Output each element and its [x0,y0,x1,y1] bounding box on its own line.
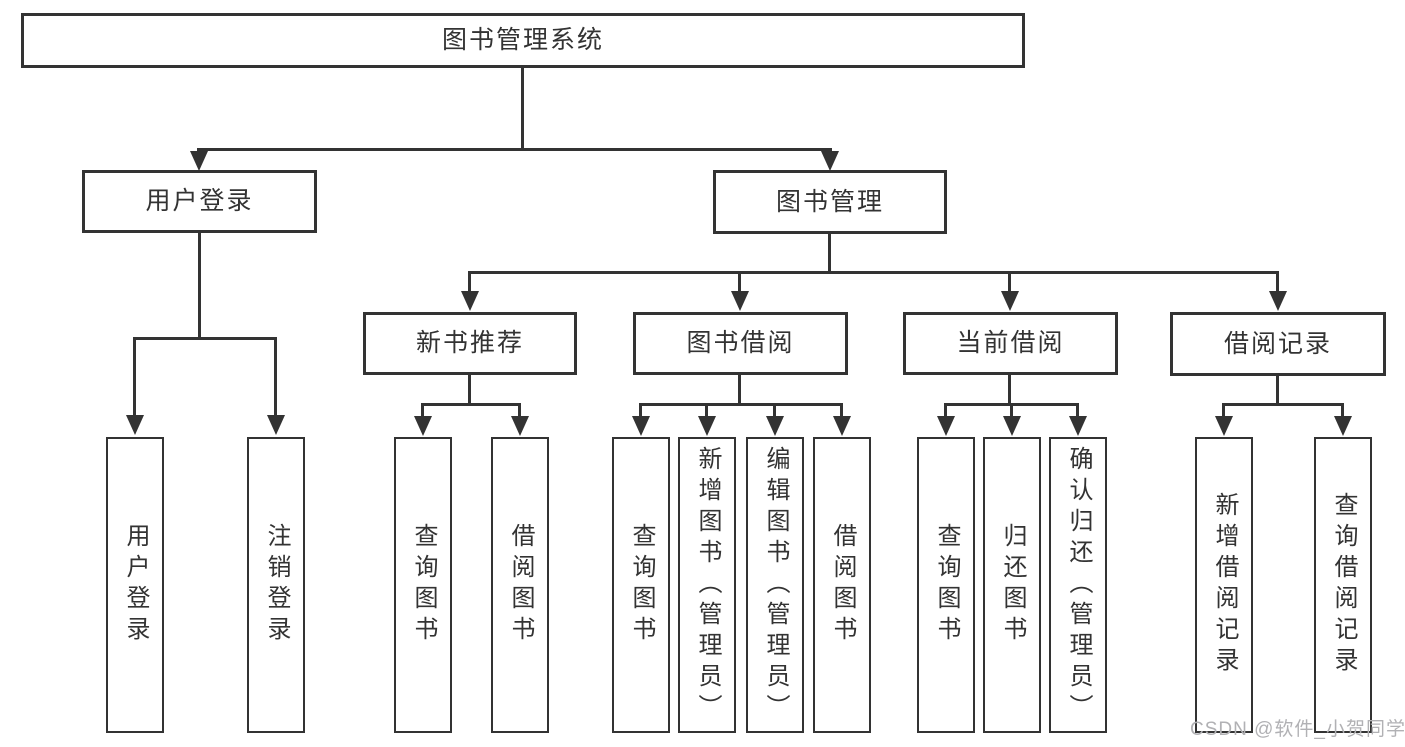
connector-drop [773,403,776,418]
connector-borrowing-stem [738,375,741,406]
arrowhead-down-icon [937,416,955,436]
node-book-management: 图书管理 [713,170,947,234]
arrowhead-down-icon [821,151,839,171]
node-current-borrowing: 当前借阅 [903,312,1118,375]
connector-recommend-branch [421,403,521,406]
connector-bookmgmt-stem [828,234,831,274]
leaf-edit-book-admin: 编辑图书（管理员） [746,437,804,733]
arrowhead-down-icon [698,416,716,436]
connector-root-stem [521,68,524,151]
arrowhead-down-icon [632,416,650,436]
arrowhead-down-icon [731,291,749,311]
connector-userlogin-branch [133,337,277,340]
arrowhead-down-icon [414,416,432,436]
arrowhead-down-icon [766,416,784,436]
arrowhead-down-icon [126,415,144,435]
leaf-logout: 注销登录 [247,437,305,733]
connector-current-stem [1008,375,1011,406]
arrowhead-down-icon [1069,416,1087,436]
arrowhead-down-icon [833,416,851,436]
node-book-borrowing: 图书借阅 [633,312,848,375]
connector-drop [705,403,708,418]
leaf-query-books-current: 查询图书 [917,437,975,733]
arrowhead-down-icon [1334,416,1352,436]
connector-drop [421,403,424,418]
node-borrowing-records: 借阅记录 [1170,312,1386,376]
leaf-query-books-borrowing: 查询图书 [612,437,670,733]
leaf-return-books: 归还图书 [983,437,1041,733]
connector-drop [840,403,843,418]
connector-drop [274,337,277,417]
arrowhead-down-icon [511,416,529,436]
connector-drop [738,271,741,293]
leaf-borrow-books-recommend: 借阅图书 [491,437,549,733]
arrowhead-down-icon [190,151,208,171]
node-user-login: 用户登录 [82,170,317,233]
node-library-management-system: 图书管理系统 [21,13,1025,68]
connector-root-branch [197,148,832,151]
leaf-add-book-admin: 新增图书（管理员） [678,437,736,733]
connector-drop [1276,271,1279,293]
leaf-add-borrow-record: 新增借阅记录 [1195,437,1253,733]
connector-drop [133,337,136,417]
connector-userlogin-stem [198,233,201,340]
connector-drop [1010,403,1013,418]
arrowhead-down-icon [267,415,285,435]
connector-drop [1008,271,1011,293]
connector-records-stem [1276,376,1279,406]
arrowhead-down-icon [1269,291,1287,311]
arrowhead-down-icon [1003,416,1021,436]
connector-drop [639,403,642,418]
leaf-query-borrow-record: 查询借阅记录 [1314,437,1372,733]
connector-bookmgmt-branch [468,271,1279,274]
connector-records-branch [1222,403,1344,406]
arrowhead-down-icon [1215,416,1233,436]
connector-drop [1076,403,1079,418]
connector-recommend-stem [468,375,471,406]
connector-drop [1222,403,1225,418]
connector-borrowing-branch [639,403,843,406]
leaf-confirm-return-admin: 确认归还（管理员） [1049,437,1107,733]
connector-drop [944,403,947,418]
leaf-query-books-recommend: 查询图书 [394,437,452,733]
arrowhead-down-icon [461,291,479,311]
leaf-borrow-books-borrowing: 借阅图书 [813,437,871,733]
connector-drop [1341,403,1344,418]
node-new-book-recommendation: 新书推荐 [363,312,577,375]
connector-drop [518,403,521,418]
connector-drop [468,271,471,293]
leaf-user-login: 用户登录 [106,437,164,733]
csdn-watermark: CSDN @软件_小贺同学 [1190,719,1405,740]
arrowhead-down-icon [1001,291,1019,311]
